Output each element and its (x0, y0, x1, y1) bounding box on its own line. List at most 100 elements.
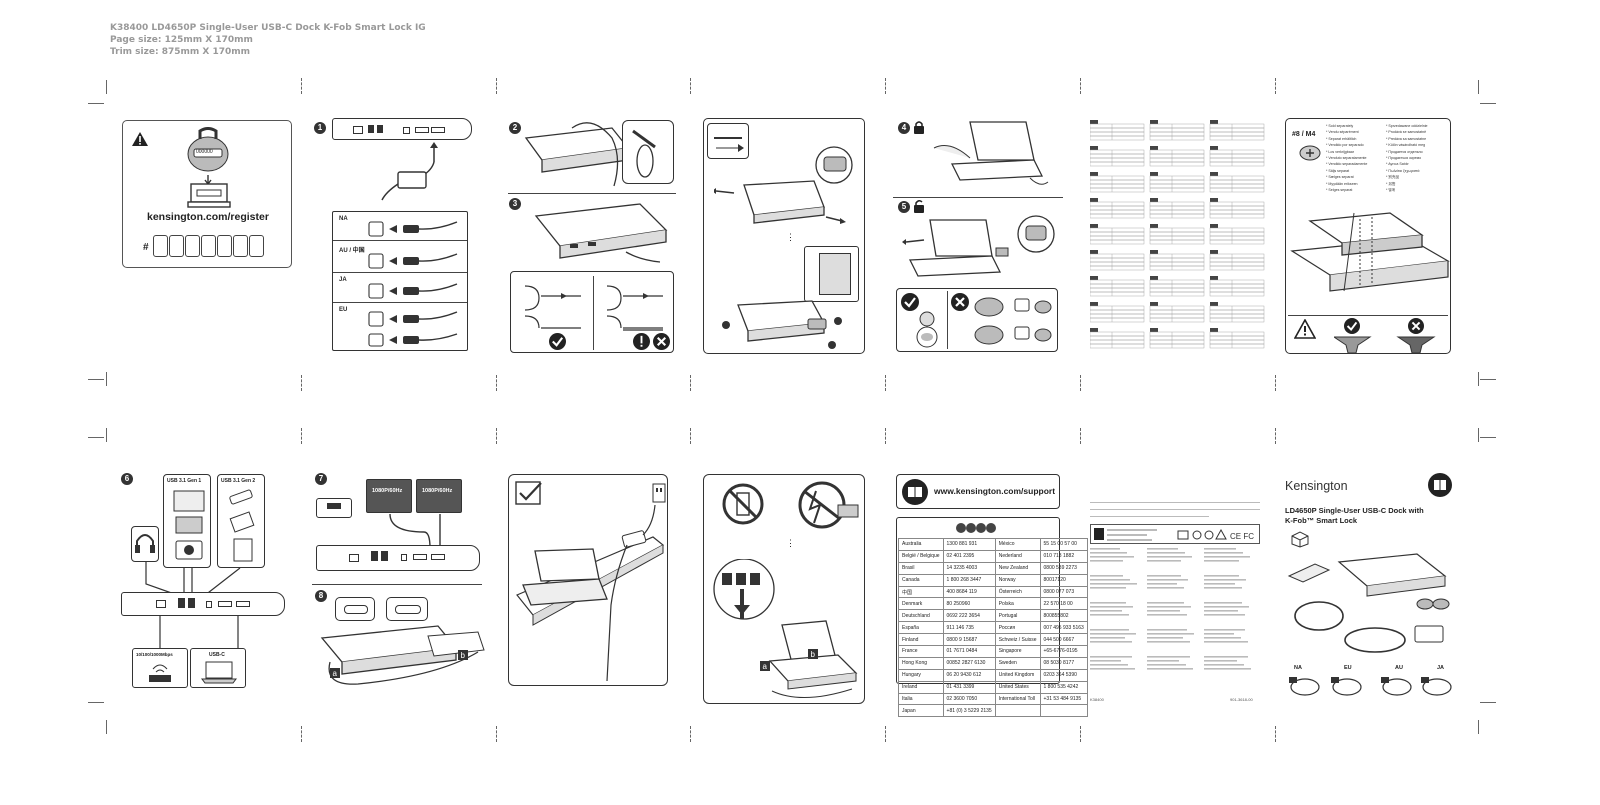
sold-separately-item: * Продається окремо (1386, 156, 1422, 160)
sold-separately-item: * Sold separately (1326, 124, 1354, 128)
manual-reader-icon (902, 479, 928, 505)
ellipsis-divider: ⋮ (786, 232, 795, 242)
sold-separately-item: * 별매 (1386, 188, 1396, 192)
contact-country (994, 704, 1041, 718)
contact-country: International Toll (994, 692, 1041, 706)
laptop-unlocked-illustration (902, 215, 1055, 277)
svg-text:b: b (461, 651, 466, 660)
support-url[interactable]: www.kensington.com/support (934, 486, 1056, 496)
sold-separately-item: * Πωλείται ξεχωριστά (1386, 168, 1420, 173)
step-number: 2 (509, 122, 521, 134)
step-number: 5 (898, 201, 910, 213)
sold-separately-item: * Prodává se samostatně (1386, 130, 1427, 135)
laptop-desk-panel (508, 474, 668, 686)
contact-country: Schweiz / Suisse (994, 633, 1041, 647)
cross-circle-icon (653, 333, 670, 350)
contact-phone: +31 53 484 9135 (1039, 692, 1088, 706)
contact-phone: 14 3235 4003 (942, 561, 996, 575)
lock-insert-illustration (714, 146, 853, 224)
sold-separately-item: * 別売品 (1386, 175, 1400, 180)
step-number: 8 (315, 590, 327, 602)
contact-country: 中国 (898, 585, 944, 599)
no-door-icon (722, 483, 764, 525)
fob-code: 000000 (196, 149, 213, 155)
language-tables-panel (1089, 120, 1268, 352)
screw-head-comparison (1334, 336, 1436, 353)
lock-engaged-illustration (722, 300, 842, 349)
lock-zoom-detail (804, 246, 859, 302)
contact-country: Norway (994, 573, 1041, 587)
contact-country: Canada (898, 573, 944, 587)
box-contents-icon (1291, 531, 1309, 548)
contact-phone: 400 8684 119 (942, 585, 996, 599)
header-line-3: Trim size: 875mm X 170mm (110, 47, 250, 57)
certification-icons: CE FC (1177, 529, 1254, 541)
manual-reader-icon (1428, 473, 1452, 497)
svg-text:a: a (333, 669, 338, 678)
contact-phone: 01 7671 0484 (942, 645, 996, 658)
contact-phone: 02 3600 7050 (942, 692, 996, 706)
sold-separately-item: * Myydään erikseen (1326, 181, 1358, 186)
router-icon (149, 664, 171, 682)
dock-front-illustration (316, 545, 480, 571)
plug-socket-icons (368, 221, 458, 347)
screw-icon (1299, 145, 1321, 161)
cover-title-1: LD4650P Single-User USB-C Dock with (1285, 506, 1424, 515)
contact-country: Sweden (994, 656, 1041, 670)
plug-options-box: NA AU / 中国 JA EU (332, 211, 468, 351)
usbc-plug-detail-2 (386, 597, 428, 621)
contact-country: United Kingdom (994, 668, 1041, 682)
plug-au-label: AU / 中国 (339, 248, 365, 254)
sold-separately-item: * Vendido separadamente (1326, 162, 1368, 167)
dock-cable-routing-illustration (534, 203, 668, 263)
contact-phone: 1 800 535 4242 (1039, 680, 1088, 694)
flash-drive-hdd-icons (229, 489, 255, 562)
brand-logo: Kensington (1285, 479, 1348, 493)
step-number: 1 (314, 122, 326, 134)
usbc-box: USB-C (190, 648, 246, 688)
printer-camera-icons (173, 490, 205, 560)
contact-phone: +65-6776-0195 (1039, 645, 1088, 658)
sold-separately-item: * Los verkrijgbaar (1326, 149, 1354, 154)
cover-title-2: K-Fob™ Smart Lock (1285, 516, 1358, 525)
display-monitor-right: 1080P/60Hz (416, 479, 462, 513)
back-code-left: K38400 (1090, 697, 1104, 702)
contact-phone: 0800 077 073 (1039, 585, 1088, 599)
sold-separately-item: * Külön vásárolható meg (1386, 143, 1426, 148)
header-line-1: K38400 LD4650P Single-User USB-C Dock K-… (110, 23, 426, 33)
dock-clamp-illustration (524, 122, 630, 187)
ethernet-label: 10/100/1000Mbps (136, 652, 173, 657)
usb-connection-lines (145, 562, 241, 597)
legal-lines (1090, 502, 1260, 523)
dock-laptop-lock-illustration: a b (760, 620, 858, 698)
laptop-dock-connection: a b (320, 625, 485, 685)
usb-gen1-label: USB 3.1 Gen 1 (167, 478, 202, 484)
contact-phone: 80017120 (1039, 573, 1088, 587)
contact-country: Finland (898, 633, 944, 647)
contact-phone: 1300 881 931 (942, 538, 996, 551)
laptop-locked-illustration (933, 121, 1049, 185)
screw-size: #8 / M4 (1292, 131, 1316, 138)
screw-mount-panel: #8 / M4 * Sold separately* Vendu séparém… (1285, 118, 1451, 354)
power-outlet-icon (652, 483, 666, 503)
usbc-label: USB-C (209, 652, 225, 658)
laptop-icon (201, 661, 237, 684)
laptop-keyboard-icon (187, 183, 231, 208)
contact-country: Polska (994, 597, 1041, 611)
contact-phone: 0203 364 5390 (1039, 668, 1088, 682)
sold-separately-item: * Selges separat (1326, 188, 1353, 192)
svg-text:a: a (763, 662, 768, 671)
contact-phone: 22 570 18 00 (1039, 597, 1088, 611)
legal-panel: CE FC K38400 901-3618-00 (1090, 502, 1260, 704)
ethernet-box: 10/100/1000Mbps (132, 648, 188, 688)
contact-country: New Zealand (994, 561, 1041, 575)
